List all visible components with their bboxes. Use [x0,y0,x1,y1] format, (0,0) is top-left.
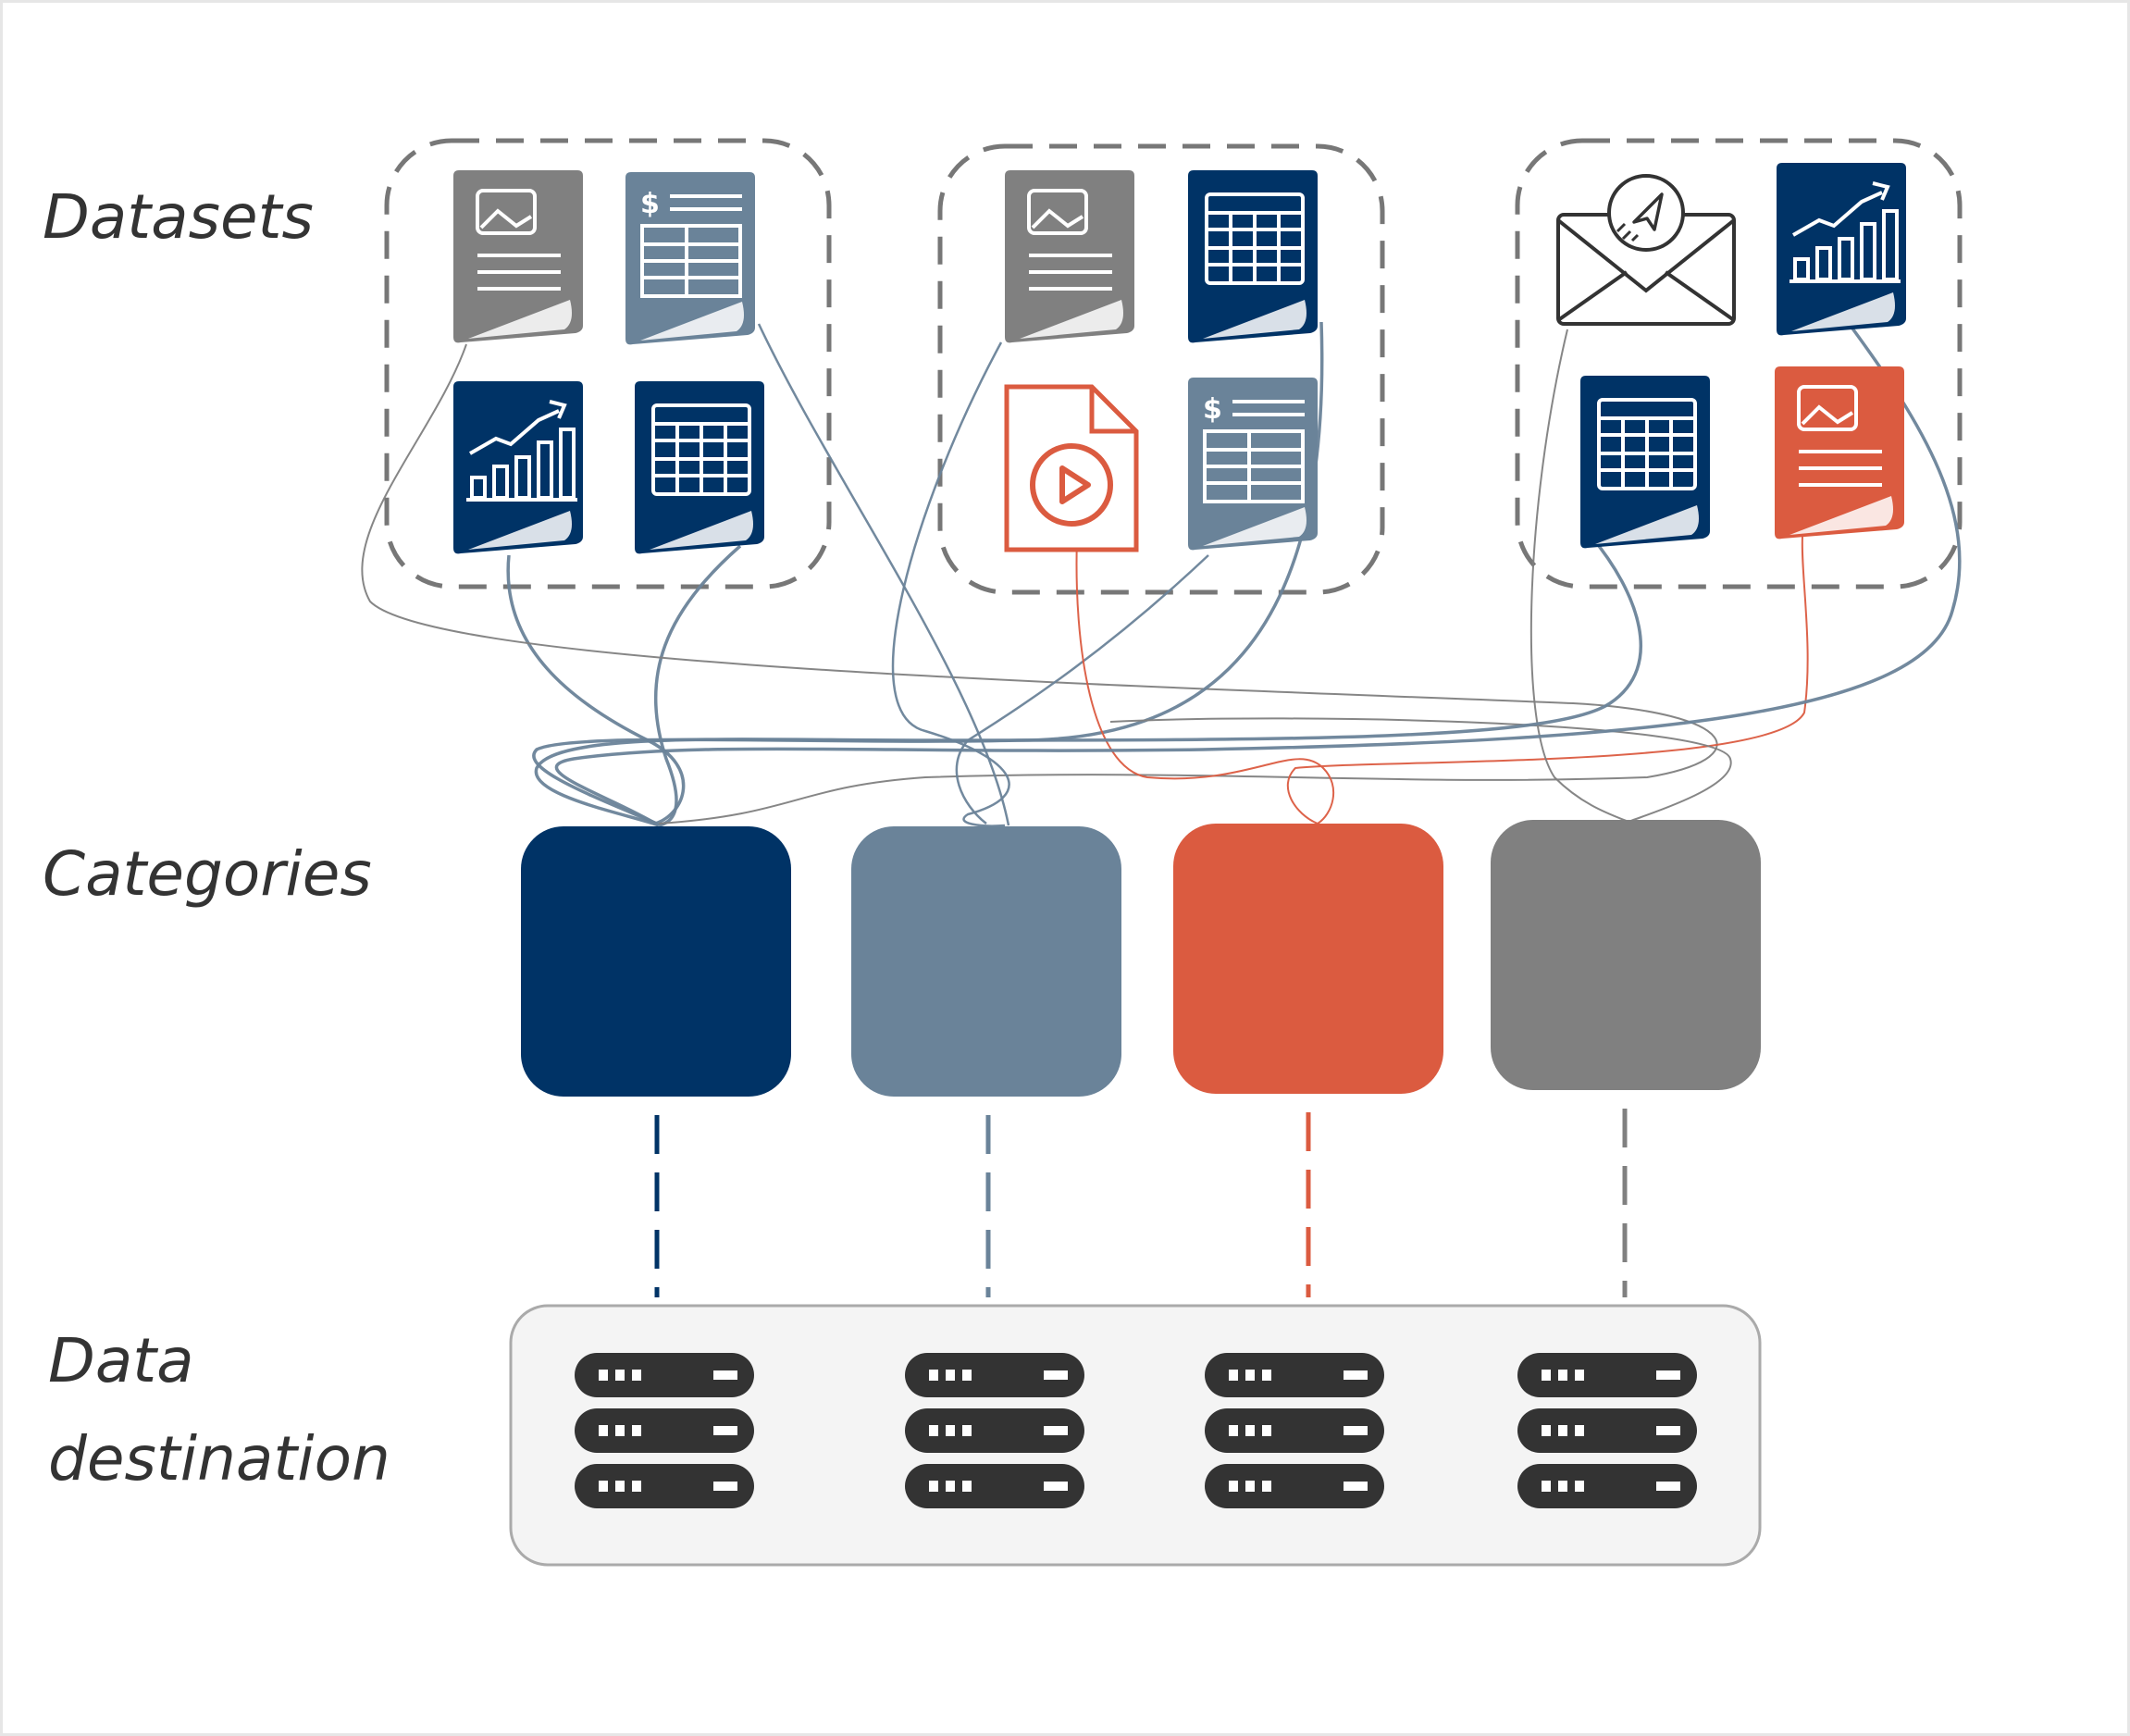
connection-line-2 [653,544,742,827]
dataset-group-1 [384,138,832,589]
chart-document-icon [1777,163,1906,336]
data-destination-label-line1: Data [48,1325,194,1396]
datasets-label: Datasets [43,181,314,253]
invoice-document-icon: $ [625,172,755,345]
dataset-documents: $$ [453,163,1906,554]
dataset-group-3 [1515,138,1963,589]
connection-line-3 [361,343,1718,825]
connection-line-9 [1109,329,1732,824]
connection-line-8 [1075,536,1809,825]
image-document-icon [1005,170,1134,343]
table-document-icon [635,381,764,554]
image-document-icon [453,170,583,343]
category-box-steel [851,826,1121,1097]
data-destination-label: Data destination [48,1312,437,1508]
category-boxes [521,820,1761,1097]
connection-line-7 [955,554,1209,825]
svg-text:$: $ [1203,393,1222,426]
server-icon [1205,1353,1384,1508]
destination-panel [509,1304,1762,1567]
category-destination-links [654,1109,1628,1297]
server-icon [575,1353,754,1508]
connection-line-5 [891,341,1010,827]
video-file-icon [1004,384,1139,552]
connection-line-4 [757,323,1010,826]
invoice-document-icon: $ [1188,378,1318,551]
server-icon [905,1353,1084,1508]
connection-lines [361,316,1962,827]
dataset-group-2 [937,143,1385,595]
connection-line-1 [506,554,686,825]
chart-document-icon [453,381,583,554]
data-destination [509,1304,1762,1567]
server-icon [1517,1353,1697,1508]
table-document-icon [1580,376,1710,549]
table-document-icon [1188,170,1318,343]
category-box-navy [521,826,791,1097]
data-destination-label-line2: destination [48,1423,390,1494]
connection-line-11 [534,535,1642,827]
image-document-icon [1775,366,1904,539]
svg-text:$: $ [640,188,660,220]
email-icon [1556,174,1736,326]
categories-label: Categories [43,838,372,910]
connection-line-10 [555,316,1962,827]
category-box-gray [1491,820,1761,1090]
dataset-groups [384,138,1963,595]
category-box-coral [1173,824,1443,1094]
